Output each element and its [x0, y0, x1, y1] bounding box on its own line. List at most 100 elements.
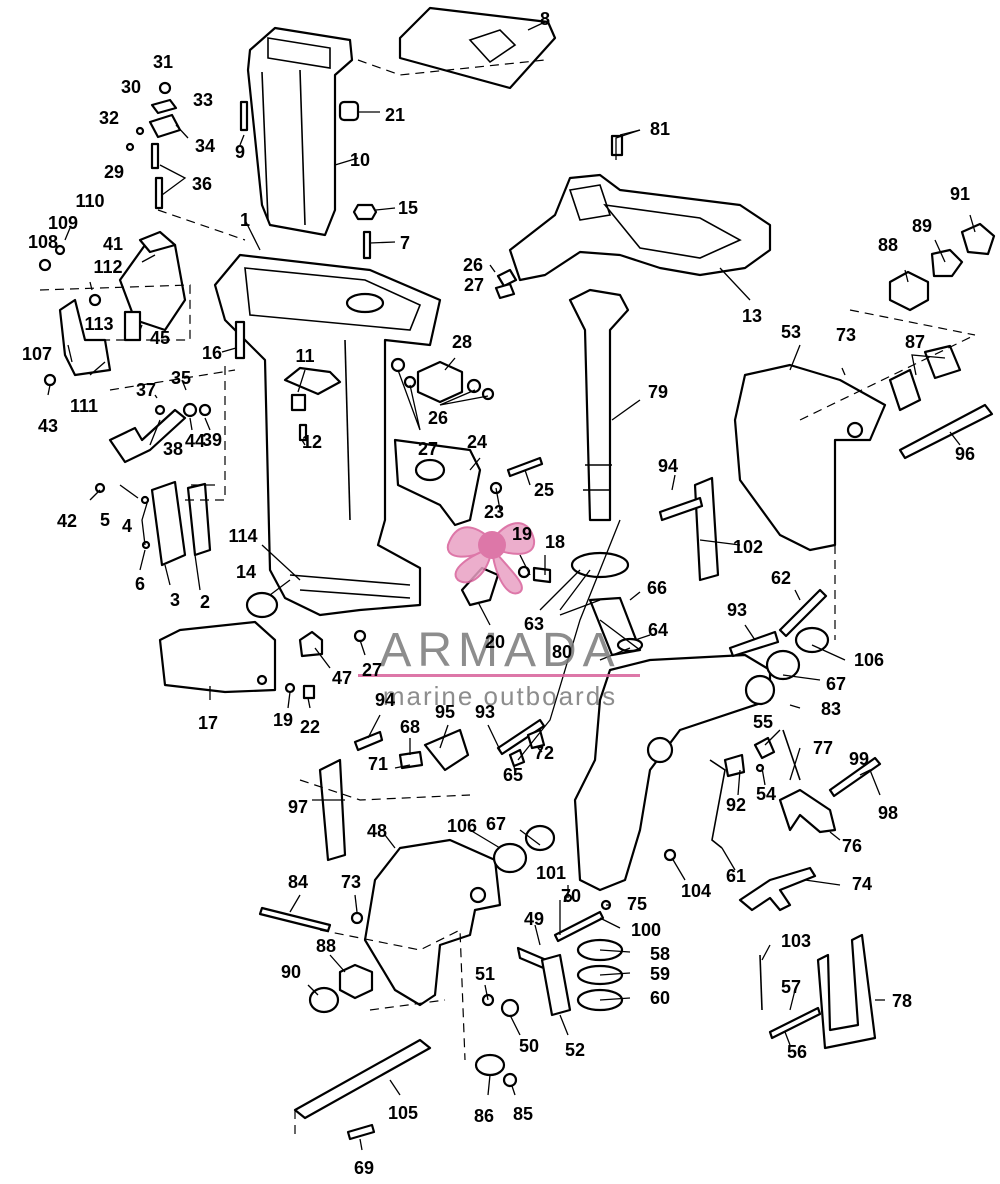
callout-11: 11: [295, 346, 314, 366]
callout-49: 49: [524, 909, 544, 929]
callout-32: 32: [99, 108, 119, 128]
callout-104: 104: [681, 881, 711, 901]
callout-112: 112: [93, 257, 122, 277]
part-steering-tube: [568, 288, 630, 522]
part-nut-88: [888, 270, 930, 312]
callout-22: 22: [300, 717, 320, 737]
callout-29: 29: [104, 162, 124, 182]
callout-85: 85: [513, 1104, 533, 1124]
callout-62: 62: [771, 568, 791, 588]
part-plate: [283, 366, 342, 396]
callout-109: 109: [48, 213, 78, 233]
callout-10: 10: [350, 150, 370, 170]
callout-99: 99: [849, 749, 869, 769]
callout-86: 86: [474, 1106, 494, 1126]
callout-15: 15: [398, 198, 418, 218]
part-bracket: [148, 113, 182, 139]
callout-28: 28: [452, 332, 472, 352]
callout-69: 69: [354, 1158, 374, 1178]
callout-94: 94: [658, 456, 678, 476]
callout-27: 27: [418, 439, 438, 459]
callout-54: 54: [756, 784, 776, 804]
callout-16: 16: [202, 343, 222, 363]
callout-113: 113: [84, 314, 113, 334]
callout-39: 39: [202, 430, 222, 450]
callout-79: 79: [648, 382, 668, 402]
callout-106: 106: [447, 816, 477, 836]
part-clamp-bracket-right: [733, 363, 887, 552]
part-screw: [239, 100, 249, 132]
part-exhaust-tube: [246, 26, 354, 237]
callout-88: 88: [316, 936, 336, 956]
callout-107: 107: [22, 344, 52, 364]
callout-2: 2: [200, 592, 210, 612]
callout-94: 94: [375, 690, 395, 710]
callout-90: 90: [281, 962, 301, 982]
part-anode: [150, 480, 187, 567]
callout-70: 70: [561, 886, 581, 906]
callout-58: 58: [650, 944, 670, 964]
watermark-brand: ARMADA: [379, 624, 620, 677]
callout-102: 102: [733, 537, 763, 557]
callout-76: 76: [842, 836, 862, 856]
callout-26: 26: [463, 255, 483, 275]
callout-93: 93: [475, 702, 495, 722]
callout-5: 5: [100, 510, 110, 530]
callout-65: 65: [503, 765, 523, 785]
callout-26: 26: [428, 408, 448, 428]
callout-23: 23: [484, 502, 504, 522]
callout-1: 1: [240, 210, 250, 230]
callout-33: 33: [193, 90, 213, 110]
callout-7: 7: [400, 233, 410, 253]
callout-51: 51: [475, 964, 495, 984]
watermark-divider: [358, 674, 640, 677]
callout-80: 80: [552, 642, 572, 662]
callout-68: 68: [400, 717, 420, 737]
part-link-74: [738, 866, 817, 912]
callout-47: 47: [332, 668, 352, 688]
callout-42: 42: [57, 511, 77, 531]
part-lever-76: [778, 788, 837, 834]
callout-18: 18: [545, 532, 565, 552]
callout-78: 78: [892, 991, 912, 1011]
callout-36: 36: [192, 174, 212, 194]
callout-56: 56: [787, 1042, 807, 1062]
callout-72: 72: [534, 743, 554, 763]
callout-8: 8: [540, 9, 550, 29]
callout-92: 92: [726, 795, 746, 815]
callout-77: 77: [813, 738, 833, 758]
part-shield: [158, 620, 277, 694]
callout-67: 67: [486, 814, 506, 834]
callout-27: 27: [464, 275, 484, 295]
callout-31: 31: [153, 52, 173, 72]
callout-21: 21: [385, 105, 405, 125]
callout-89: 89: [912, 216, 932, 236]
callout-6: 6: [135, 574, 145, 594]
callout-103: 103: [781, 931, 811, 951]
callout-61: 61: [726, 866, 746, 886]
callout-111: 111: [70, 396, 98, 416]
callout-84: 84: [288, 872, 308, 892]
callout-25: 25: [534, 480, 554, 500]
part-clip-78: [816, 933, 877, 1050]
propeller-logo-icon: [446, 522, 536, 595]
callout-108: 108: [28, 232, 58, 252]
callout-13: 13: [742, 306, 762, 326]
callout-30: 30: [121, 77, 141, 97]
part-cap: [245, 591, 279, 619]
callout-110: 110: [75, 191, 104, 211]
parts-artwork: [38, 6, 996, 1141]
callout-24: 24: [467, 432, 487, 452]
callout-44: 44: [185, 431, 205, 451]
watermark: ARMADA marine outboards: [358, 522, 640, 711]
callout-60: 60: [650, 988, 670, 1008]
callout-41: 41: [103, 234, 123, 254]
callout-98: 98: [878, 803, 898, 823]
callout-27: 27: [362, 660, 382, 680]
callout-66: 66: [647, 578, 667, 598]
callout-57: 57: [781, 977, 801, 997]
callout-4: 4: [122, 516, 132, 536]
callout-101: 101: [536, 863, 566, 883]
callout-105: 105: [388, 1103, 418, 1123]
